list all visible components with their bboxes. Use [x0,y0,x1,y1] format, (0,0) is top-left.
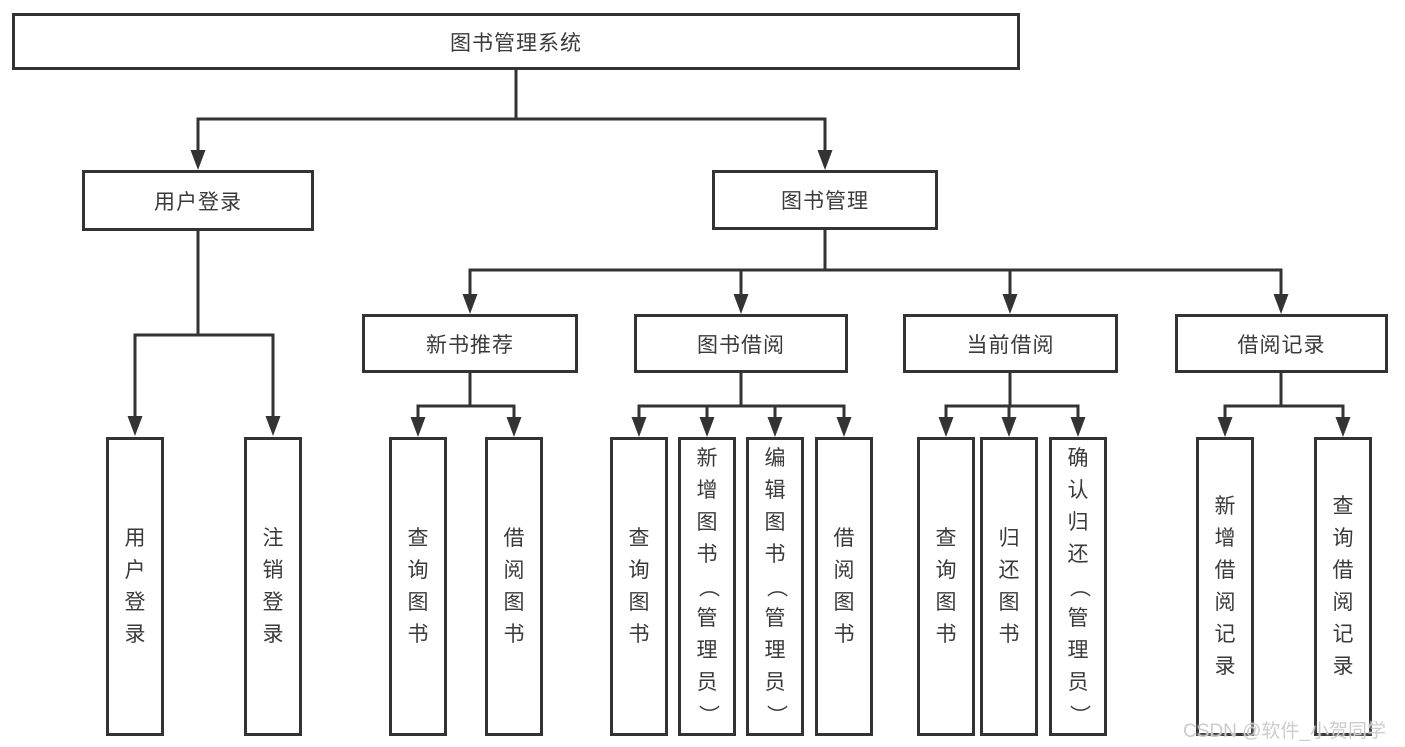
leaf-add-book-admin: 新增图书（管理员） [678,437,736,736]
csdn-watermark: CSDN @软件_小贺同学 [1183,721,1386,742]
leaf-confirm-return-admin-label: 确认归还（管理员） [1067,446,1090,726]
node-book-management: 图书管理 [712,170,938,230]
leaf-return-books: 归还图书 [980,437,1038,736]
leaf-user-login: 用户登录 [106,437,164,736]
leaf-return-books-label: 归还图书 [998,526,1020,646]
leaf-query-books-current-label: 查询图书 [935,526,957,646]
node-book-borrow: 图书借阅 [634,314,848,373]
node-borrow-records: 借阅记录 [1175,314,1388,373]
node-user-login-label: 用户登录 [154,190,242,214]
leaf-query-borrow-record: 查询借阅记录 [1314,437,1372,736]
leaf-logout: 注销登录 [244,437,302,736]
node-current-borrow: 当前借阅 [903,314,1118,373]
leaf-edit-book-admin-label: 编辑图书（管理员） [764,446,787,726]
leaf-query-books-recommend: 查询图书 [389,437,447,736]
leaf-user-login-label: 用户登录 [124,526,146,646]
node-root: 图书管理系统 [12,13,1020,70]
leaf-query-books-current: 查询图书 [917,437,975,736]
leaf-add-borrow-record: 新增借阅记录 [1196,437,1254,736]
node-root-label: 图书管理系统 [450,31,582,55]
node-borrow-records-label: 借阅记录 [1237,333,1326,357]
node-new-book-recommend-label: 新书推荐 [426,333,514,357]
node-book-borrow-label: 图书借阅 [697,333,785,357]
node-new-book-recommend: 新书推荐 [362,314,578,373]
node-user-login: 用户登录 [82,170,314,231]
leaf-query-borrow-record-label: 查询借阅记录 [1332,494,1354,678]
leaf-logout-label: 注销登录 [262,526,284,646]
leaf-add-book-admin-label: 新增图书（管理员） [696,446,719,726]
leaf-edit-book-admin: 编辑图书（管理员） [746,437,804,736]
leaf-borrow-books-recommend-label: 借阅图书 [503,526,525,646]
leaf-query-books-recommend-label: 查询图书 [407,526,429,646]
leaf-query-books-borrow: 查询图书 [610,437,668,736]
node-book-management-label: 图书管理 [781,190,869,213]
leaf-query-books-borrow-label: 查询图书 [628,526,650,646]
leaf-add-borrow-record-label: 新增借阅记录 [1214,494,1236,678]
leaf-confirm-return-admin: 确认归还（管理员） [1049,437,1107,736]
node-current-borrow-label: 当前借阅 [966,333,1055,357]
leaf-borrow-books-recommend: 借阅图书 [485,437,543,736]
leaf-borrow-books: 借阅图书 [815,437,873,736]
leaf-borrow-books-label: 借阅图书 [833,526,855,646]
